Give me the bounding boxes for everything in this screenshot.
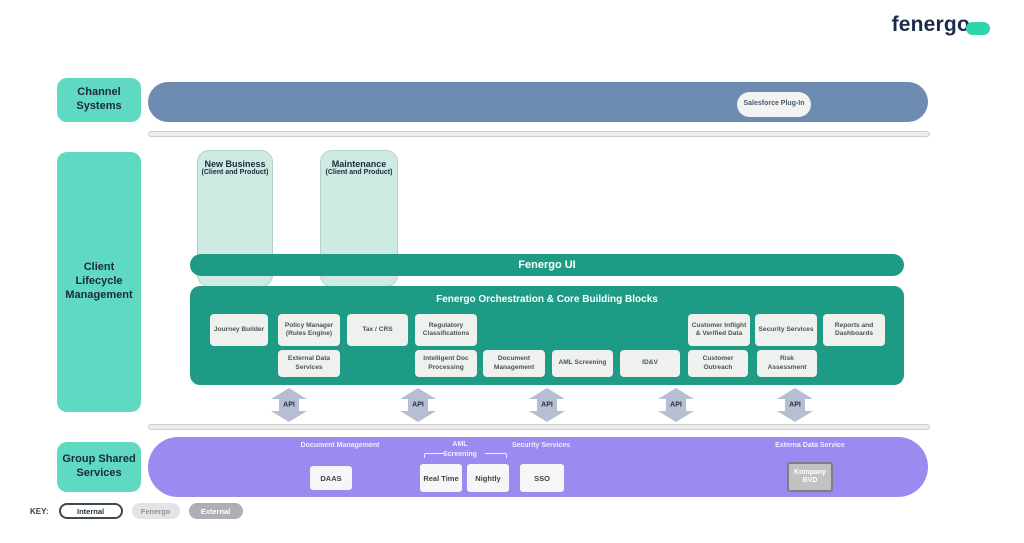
- api-label: API: [670, 401, 682, 409]
- maintenance-subtitle: (Client and Product): [325, 169, 393, 176]
- divider-bottom: [148, 424, 930, 430]
- block-risk-assessment: Risk Assessment: [757, 350, 817, 377]
- fenergo-logo-text: fenergo: [891, 13, 970, 36]
- api-label: API: [283, 401, 295, 409]
- api-label: API: [412, 401, 424, 409]
- block-customer-outreach: Customer Outreach: [688, 350, 748, 377]
- salesforce-plugin-pill: Salesforce Plug-In: [737, 92, 811, 117]
- block-document-management: Document Management: [483, 350, 545, 377]
- new-business-title: New Business: [204, 159, 266, 169]
- gss-label: Group Shared Services: [57, 442, 141, 492]
- api-arrow-icon: API: [400, 388, 436, 422]
- block-external-data-services: External Data Services: [278, 350, 340, 377]
- orchestration-block: Fenergo Orchestration & Core Building Bl…: [190, 286, 904, 385]
- block-intelligent-doc-processing: Intelligent Doc Processing: [415, 350, 477, 377]
- nightly-box: Nightly: [467, 464, 509, 492]
- api-arrow-icon: API: [529, 388, 565, 422]
- gss-security-services-label: Security Services: [511, 442, 571, 449]
- gss-aml-label-line2: Screening: [443, 451, 477, 458]
- maintenance-title: Maintenance: [331, 159, 387, 169]
- block-security-services: Security Services: [755, 314, 817, 346]
- block-customer-inflight-verified-data: Customer Inflight & Verified Data: [688, 314, 750, 346]
- fenergo-logo-pill-icon: [966, 21, 990, 35]
- key-internal-pill: Internal: [58, 503, 123, 519]
- key-fenergo-pill: Fenergo: [131, 503, 180, 519]
- gss-aml-label-line1: AML: [452, 441, 468, 448]
- api-label: API: [789, 401, 801, 409]
- block-journey-builder: Journey Builder: [210, 314, 268, 346]
- gss-doc-management-label: Document Management: [300, 442, 380, 449]
- new-business-subtitle: (Client and Product): [201, 169, 269, 176]
- group-shared-services-bar: Document Management DAAS AML Screening R…: [148, 437, 928, 497]
- api-arrow-icon: API: [777, 388, 813, 422]
- block-policy-manager: Policy Manager (Rules Engine): [278, 314, 340, 346]
- channel-systems-bar: Salesforce Plug-In: [148, 82, 928, 122]
- aml-bracket-right: [485, 453, 507, 458]
- key-legend: KEY: Internal Fenergo External: [30, 503, 252, 519]
- gss-external-data-service-label: Externa Data Service: [775, 442, 845, 449]
- key-external-pill: External: [188, 503, 243, 519]
- block-aml-screening: AML Screening: [552, 350, 613, 377]
- clm-label: Client Lifecycle Management: [57, 152, 141, 412]
- api-arrow-icon: API: [271, 388, 307, 422]
- key-title: KEY:: [30, 506, 49, 516]
- block-reports-dashboards: Reports and Dashboards: [823, 314, 885, 346]
- aml-bracket-left: [424, 453, 446, 458]
- block-tax-crs: Tax / CRS: [347, 314, 408, 346]
- block-regulatory-classifications: Regulatory Classifications: [415, 314, 477, 346]
- channel-systems-label: Channel Systems: [57, 78, 141, 122]
- fenergo-ui-bar: Fenergo UI: [190, 254, 904, 276]
- api-label: API: [541, 401, 553, 409]
- real-time-box: Real Time: [420, 464, 462, 492]
- block-idv: ID&V: [620, 350, 680, 377]
- orchestration-title: Fenergo Orchestration & Core Building Bl…: [436, 294, 658, 305]
- sso-box: SSO: [520, 464, 564, 492]
- api-arrow-icon: API: [658, 388, 694, 422]
- fenergo-logo: fenergo: [892, 13, 990, 37]
- kompany-bvd-box: Kompany BVD: [787, 462, 833, 492]
- daas-box: DAAS: [310, 466, 352, 490]
- divider-top: [148, 131, 930, 137]
